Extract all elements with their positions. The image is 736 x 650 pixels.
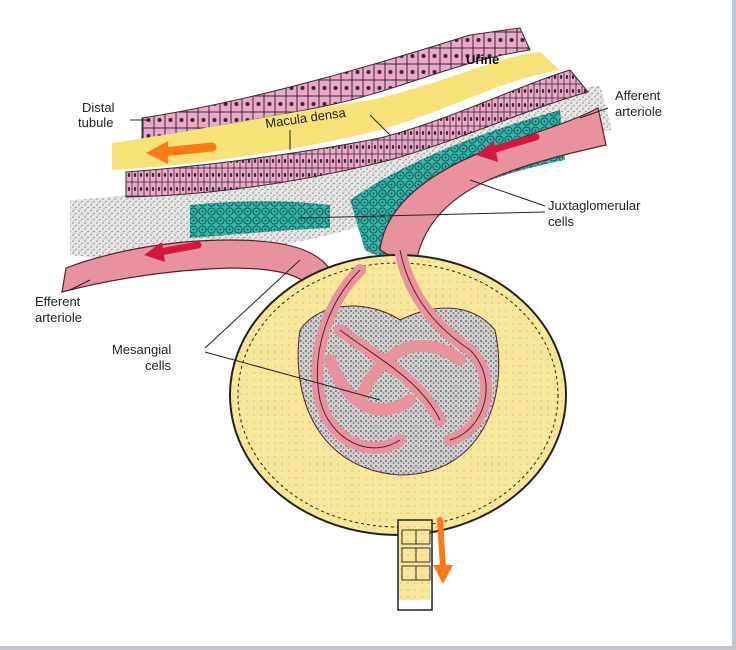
label-distal-tubule-2: tubule <box>78 115 113 130</box>
label-mesangial-1: Mesangial <box>112 342 171 357</box>
label-distal-tubule-1: Distal <box>82 100 115 115</box>
label-juxtaglomerular-1: Juxtaglomerular <box>548 198 641 213</box>
filtrate-flow-arrow <box>433 565 453 584</box>
label-juxtaglomerular-2: cells <box>548 214 575 229</box>
label-efferent-2: arteriole <box>35 310 82 325</box>
label-afferent-1: Afferent <box>615 88 661 103</box>
label-urine: Urine <box>466 52 499 67</box>
label-mesangial-2: cells <box>145 358 172 373</box>
label-afferent-2: arteriole <box>615 104 662 119</box>
label-efferent-1: Efferent <box>35 294 81 309</box>
